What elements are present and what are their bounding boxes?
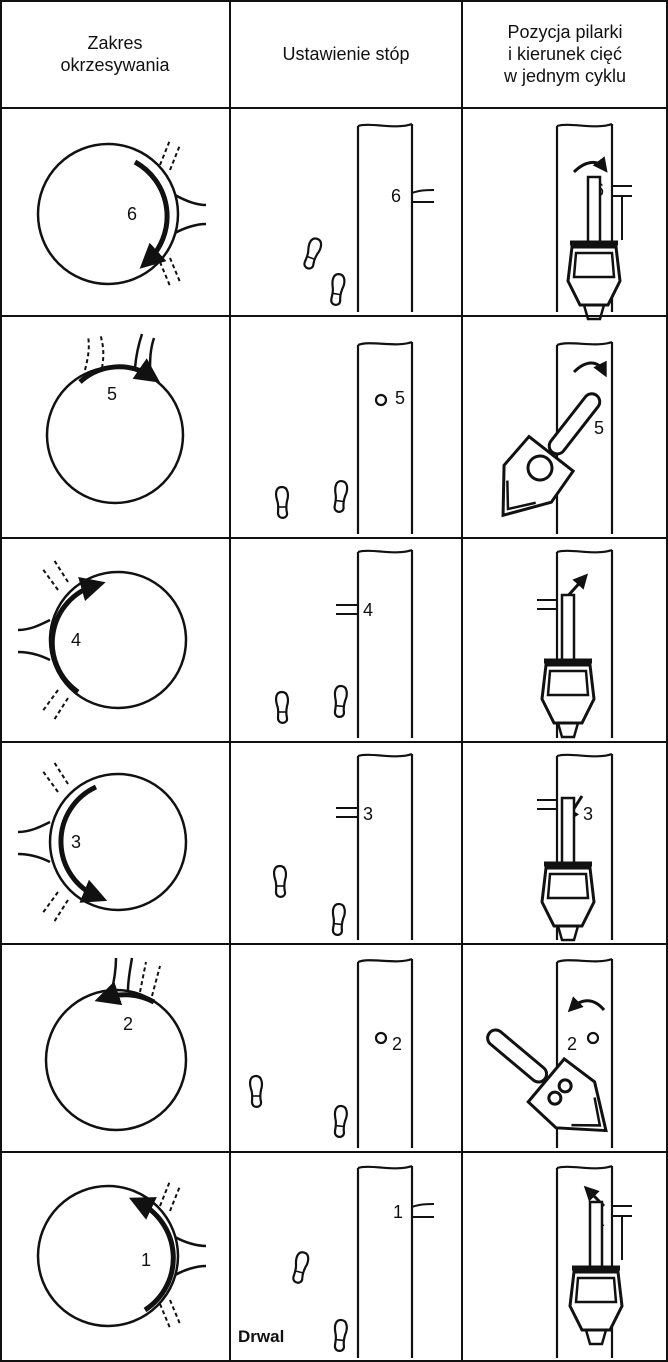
row-step-4: 4 4 4 (18, 550, 612, 738)
worker-label: Drwal (238, 1327, 284, 1346)
foot-icon (333, 1319, 348, 1351)
saw-diagram-2: 2 (470, 959, 625, 1154)
foot-icon (276, 692, 288, 723)
feet-diagram-6: 6 (301, 124, 434, 312)
range-label-3: 3 (71, 832, 81, 852)
foot-icon (332, 480, 348, 512)
chainsaw-icon (542, 595, 594, 737)
range-label-4: 4 (71, 630, 81, 650)
feet-diagram-2: 2 (250, 959, 412, 1148)
range-diagram-5: 5 (47, 334, 183, 503)
saw-diagram-4: 4 (537, 550, 612, 738)
range-label-6: 6 (127, 204, 137, 224)
foot-icon (333, 1105, 348, 1137)
row-step-1: 1 1 Drwal (38, 1166, 632, 1358)
range-label-2: 2 (123, 1014, 133, 1034)
foot-icon (301, 237, 323, 270)
chainsaw-icon (470, 1010, 625, 1154)
feet-label-1: 1 (393, 1202, 403, 1222)
chainsaw-icon (479, 377, 620, 534)
foot-icon (329, 273, 346, 305)
saw-label-2: 2 (567, 1034, 577, 1054)
saw-diagram-6: 6 (557, 124, 632, 319)
range-diagram-1: 1 (38, 1181, 206, 1328)
foot-icon (333, 685, 348, 717)
range-label-1: 1 (141, 1250, 151, 1270)
row-step-2: 2 2 2 (46, 958, 625, 1154)
saw-label-3: 3 (583, 804, 593, 824)
feet-diagram-1: 1 Drwal (238, 1166, 434, 1358)
feet-label-6: 6 (391, 186, 401, 206)
saw-label-5: 5 (594, 418, 604, 438)
feet-diagram-3: 3 (274, 754, 412, 940)
range-diagram-3: 3 (18, 762, 186, 922)
range-diagram-4: 4 (18, 560, 186, 720)
range-diagram-2: 2 (46, 958, 186, 1130)
range-label-5: 5 (107, 384, 117, 404)
range-diagram-6: 6 (38, 140, 206, 286)
saw-diagram-1: 1 (557, 1166, 632, 1358)
row-step-3: 3 3 3 (18, 754, 612, 940)
row-step-5: 5 5 5 (47, 334, 620, 534)
foot-icon (274, 866, 286, 897)
feet-label-4: 4 (363, 600, 373, 620)
feet-label-5: 5 (395, 388, 405, 408)
feet-label-3: 3 (363, 804, 373, 824)
row-step-6: 6 6 (38, 124, 632, 319)
chainsaw-icon (570, 1202, 622, 1344)
feet-diagram-4: 4 (276, 550, 412, 738)
saw-diagram-5: 5 (479, 342, 620, 534)
saw-diagram-3: 3 (537, 754, 612, 940)
feet-diagram-5: 5 (276, 342, 412, 534)
foot-icon (290, 1251, 309, 1284)
feet-label-2: 2 (392, 1034, 402, 1054)
foot-icon (331, 903, 346, 935)
foot-icon (250, 1076, 262, 1107)
foot-icon (276, 487, 288, 518)
